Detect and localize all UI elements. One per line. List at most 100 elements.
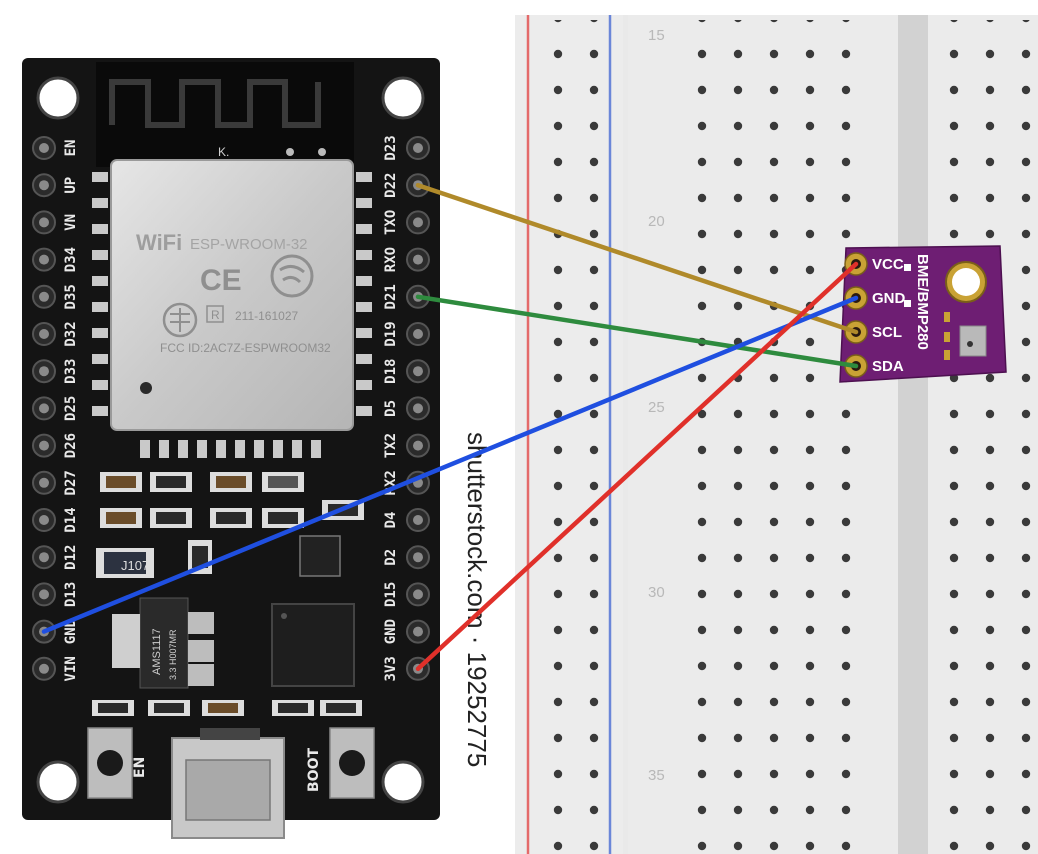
pin-label-left: D14 bbox=[63, 507, 79, 532]
header-pin-right bbox=[406, 210, 430, 235]
header-pin-left bbox=[32, 433, 56, 458]
header-pin-left bbox=[32, 545, 56, 570]
terminal-holes-left bbox=[682, 20, 872, 854]
header-pin-right bbox=[406, 359, 430, 384]
espressif-logo-icon bbox=[270, 254, 314, 298]
en-button[interactable] bbox=[87, 727, 133, 799]
antenna-trace bbox=[109, 79, 321, 128]
pin-label-left: D26 bbox=[63, 433, 79, 458]
pin-label-left: VIN bbox=[63, 656, 79, 681]
header-pins-right bbox=[406, 136, 430, 681]
sensor-pin-label: SCL bbox=[872, 324, 902, 341]
watermark: shutterstock.com · 19252775 bbox=[462, 432, 492, 767]
pin-label-left: UP bbox=[63, 177, 79, 194]
header-pin-right bbox=[406, 433, 430, 458]
k-mark: K. bbox=[218, 145, 229, 159]
header-pin-right bbox=[406, 619, 430, 644]
header-pin-left bbox=[32, 508, 56, 532]
terminal-holes-right bbox=[938, 20, 1038, 854]
cert-r: R bbox=[211, 308, 220, 322]
header-pin-left bbox=[32, 470, 56, 495]
mounting-hole bbox=[36, 760, 80, 804]
mounting-hole bbox=[381, 760, 425, 804]
pin-label-right: D21 bbox=[383, 284, 399, 309]
header-pin-left bbox=[32, 210, 56, 235]
module-castellations bbox=[92, 172, 372, 458]
header-pins-left bbox=[32, 136, 56, 681]
pin-label-right: GND bbox=[383, 619, 399, 644]
pin-label-right: D22 bbox=[383, 173, 399, 198]
pin-label-right: 3V3 bbox=[383, 656, 399, 681]
sensor-chip bbox=[959, 325, 987, 357]
cert-r-box bbox=[206, 305, 224, 323]
header-pin-right bbox=[406, 136, 430, 160]
header-pin-left bbox=[32, 284, 56, 309]
pin-label-left: EN bbox=[63, 140, 79, 157]
certification-mark-icon bbox=[162, 302, 198, 338]
pin-label-left: D35 bbox=[63, 284, 79, 309]
header-pin-left bbox=[32, 247, 56, 272]
regulator-label: AMS1117 bbox=[151, 628, 163, 675]
pin-label-right: D15 bbox=[383, 582, 399, 607]
pin-label-left: D13 bbox=[63, 582, 79, 607]
header-pin-right bbox=[406, 545, 430, 570]
row-number: 20 bbox=[648, 213, 665, 230]
regulator-code: 3.3 H007MR bbox=[168, 629, 178, 680]
sensor-pin-label: VCC bbox=[872, 256, 904, 273]
mounting-hole bbox=[36, 76, 80, 120]
pin-label-left: D33 bbox=[63, 359, 79, 384]
boot-button-label: BOOT bbox=[306, 748, 322, 792]
voltage-regulator: AMS1117 3.3 H007MR bbox=[112, 597, 214, 689]
row-number: 15 bbox=[648, 27, 665, 44]
breadboard: 15 20 25 30 35 bbox=[515, 15, 1038, 854]
pin-label-right: D19 bbox=[383, 321, 399, 346]
pin-label-left: D27 bbox=[63, 470, 79, 495]
header-pin-right bbox=[406, 582, 430, 607]
boot-button[interactable] bbox=[329, 727, 375, 799]
pin-label-left: GND bbox=[63, 619, 79, 644]
pin-label-right: RXO bbox=[383, 247, 399, 272]
esp32-board: K. WiFi ESP-WROOM-32 CE R 211-161027 FCC… bbox=[22, 58, 440, 839]
bottom-resistors bbox=[92, 700, 362, 716]
pin-label-left: D25 bbox=[63, 396, 79, 421]
pin-label-right: D2 bbox=[383, 549, 399, 566]
rail-holes bbox=[540, 20, 602, 854]
row-number: 30 bbox=[648, 584, 665, 601]
wires bbox=[41, 182, 859, 672]
ce-mark: CE bbox=[200, 264, 242, 297]
pin-label-right: TXO bbox=[383, 210, 399, 235]
header-pin-left bbox=[32, 359, 56, 384]
pin-label-right: D23 bbox=[383, 135, 399, 160]
fcc-id: FCC ID:2AC7Z-ESPWROOM32 bbox=[160, 341, 331, 355]
row-number: 35 bbox=[648, 767, 665, 784]
pin-label-left: D12 bbox=[63, 545, 79, 570]
pin-label-left: D34 bbox=[63, 247, 79, 272]
micro-usb-port[interactable] bbox=[171, 728, 285, 839]
pin-labels-right: D23D22TXORXOD21D19D18D5TX2RX2D4D2D15GND3… bbox=[383, 135, 399, 681]
sensor-pin-label: GND bbox=[872, 290, 906, 307]
header-pin-left bbox=[32, 582, 56, 607]
pin-label-right: D4 bbox=[383, 512, 399, 529]
pin-label-right: D18 bbox=[383, 359, 399, 384]
module-dot bbox=[140, 382, 152, 394]
pin-label-left: VN bbox=[63, 214, 79, 231]
header-pin-left bbox=[32, 136, 56, 160]
component-label: J107 bbox=[121, 558, 149, 573]
header-pin-left bbox=[32, 396, 56, 421]
center-channel bbox=[898, 15, 928, 854]
cert-number: 211-161027 bbox=[235, 309, 298, 323]
module-shield bbox=[110, 159, 354, 431]
pin-label-left: D32 bbox=[63, 321, 79, 346]
wire-gnd-gnd bbox=[41, 295, 859, 634]
sensor-pin-label: SDA bbox=[872, 358, 904, 375]
row-numbers: 15 20 25 30 35 bbox=[648, 27, 665, 784]
wire-d21-sda bbox=[415, 294, 859, 369]
header-pin-left bbox=[32, 322, 56, 346]
mounting-hole bbox=[381, 76, 425, 120]
wifi-logo: WiFi bbox=[136, 230, 182, 255]
header-pin-left bbox=[32, 173, 56, 198]
row-number: 25 bbox=[648, 399, 665, 416]
